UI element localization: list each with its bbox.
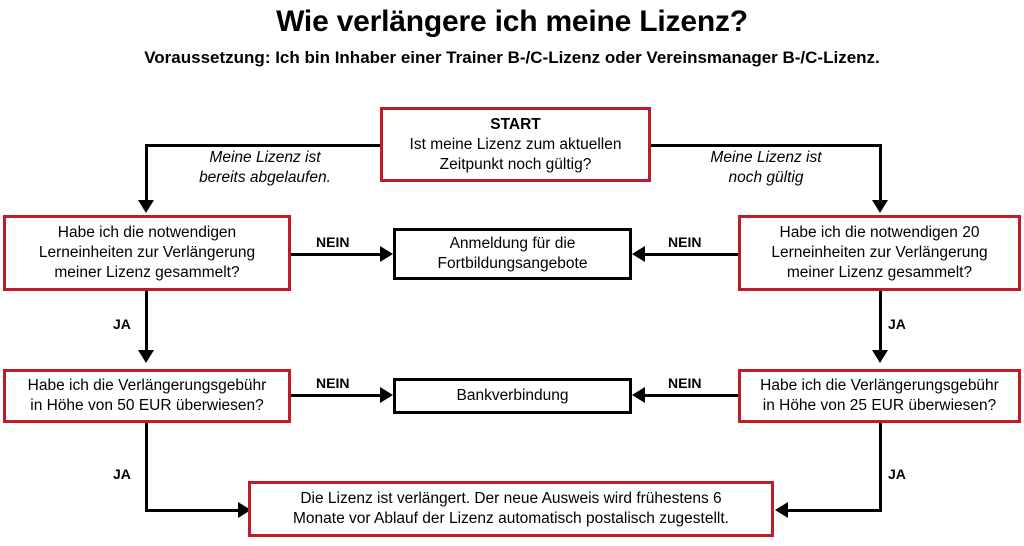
- page-subtitle: Voraussetzung: Ich bin Inhaber einer Tra…: [144, 48, 880, 67]
- edge-label-ja-left-top: JA: [113, 316, 131, 332]
- node-result-line1: Die Lizenz ist verlängert. Der neue Ausw…: [300, 490, 722, 507]
- branch-label-right-line2: noch gültig: [728, 169, 804, 186]
- node-left-fee-line2: in Höhe von 50 EUR überwiesen?: [30, 397, 264, 414]
- branch-label-left: Meine Lizenz ist bereits abgelaufen.: [150, 148, 380, 188]
- edge-label-nein-left-top: NEIN: [316, 234, 350, 250]
- branch-label-left-line1: Meine Lizenz ist: [209, 149, 321, 166]
- node-right-fee-line2: in Höhe von 25 EUR überwiesen?: [762, 397, 997, 414]
- node-anmeldung-line2: Fortbildungsangebote: [437, 255, 588, 272]
- node-right-learning-units-line2: Lerneinheiten zur Verlängerung: [771, 244, 988, 261]
- connector-start-to-left-vertical: [145, 144, 148, 202]
- connector-right-units-to-right-fee: [879, 290, 882, 352]
- connector-right-fee-to-result-vertical: [879, 422, 882, 512]
- arrowhead-start-to-left: [138, 200, 154, 213]
- node-start-line1: Ist meine Lizenz zum aktuellen: [409, 135, 622, 153]
- edge-label-nein-right-bottom: NEIN: [668, 375, 702, 391]
- connector-right-fee-to-bank: [645, 394, 738, 397]
- node-right-learning-units-line3: meiner Lizenz gesammelt?: [786, 264, 973, 281]
- arrowhead-right-fee-to-result: [775, 502, 788, 518]
- edge-label-ja-right-bottom: JA: [888, 466, 906, 482]
- node-bank-line1: Bankverbindung: [456, 387, 569, 404]
- node-left-learning-units-line2: Lerneinheiten zur Verlängerung: [38, 244, 256, 261]
- node-start-heading: START: [490, 115, 541, 133]
- node-left-learning-units[interactable]: Habe ich die notwendigen Lerneinheiten z…: [3, 215, 291, 291]
- node-left-learning-units-line1: Habe ich die notwendigen: [57, 224, 237, 241]
- node-left-learning-units-line3: meiner Lizenz gesammelt?: [54, 264, 240, 281]
- connector-left-units-to-left-fee: [145, 290, 148, 352]
- edge-label-ja-right-top: JA: [888, 316, 906, 332]
- node-start[interactable]: START Ist meine Lizenz zum aktuellen Zei…: [380, 107, 651, 182]
- node-right-fee-line1: Habe ich die Verlängerungsgebühr: [760, 377, 999, 394]
- node-bankverbindung[interactable]: Bankverbindung: [393, 378, 632, 414]
- edge-label-ja-left-bottom: JA: [113, 466, 131, 482]
- node-anmeldung-line1: Anmeldung für die: [449, 235, 576, 252]
- connector-left-fee-to-result-horizontal: [145, 509, 240, 512]
- node-result-line2: Monate vor Ablauf der Lizenz automatisch…: [293, 510, 729, 527]
- node-anmeldung-fortbildung[interactable]: Anmeldung für die Fortbildungsangebote: [393, 228, 632, 280]
- edge-label-nein-right-top: NEIN: [668, 234, 702, 250]
- arrowhead-left-fee-to-bank: [380, 387, 393, 403]
- connector-start-to-right-vertical: [879, 144, 882, 202]
- arrowhead-right-fee-to-bank: [632, 387, 645, 403]
- branch-label-right: Meine Lizenz ist noch gültig: [652, 148, 880, 188]
- connector-left-fee-to-result-vertical: [145, 422, 148, 512]
- node-result[interactable]: Die Lizenz ist verlängert. Der neue Ausw…: [248, 481, 774, 537]
- connector-start-to-left-horizontal: [145, 144, 380, 147]
- node-left-fee-line1: Habe ich die Verlängerungsgebühr: [27, 377, 267, 394]
- node-left-fee[interactable]: Habe ich die Verlängerungsgebühr in Höhe…: [3, 369, 291, 423]
- arrowhead-right-units-to-anmeldung: [632, 246, 645, 262]
- connector-start-to-right-horizontal: [650, 144, 882, 147]
- arrowhead-left-units-to-left-fee: [138, 350, 154, 363]
- node-start-line2: Zeitpunkt noch gültig?: [439, 155, 592, 173]
- branch-label-right-line1: Meine Lizenz ist: [710, 149, 822, 166]
- arrowhead-left-fee-to-result: [238, 502, 251, 518]
- branch-label-left-line2: bereits abgelaufen.: [199, 169, 331, 186]
- node-right-learning-units-line1: Habe ich die notwendigen 20: [779, 224, 980, 241]
- node-right-learning-units[interactable]: Habe ich die notwendigen 20 Lerneinheite…: [738, 215, 1021, 291]
- connector-left-fee-to-bank: [290, 394, 382, 397]
- connector-right-units-to-anmeldung: [645, 253, 738, 256]
- arrowhead-start-to-right: [872, 200, 888, 213]
- arrowhead-right-units-to-right-fee: [872, 350, 888, 363]
- connector-right-fee-to-result-horizontal: [787, 509, 882, 512]
- page-title: Wie verlängere ich meine Lizenz?: [276, 5, 748, 38]
- node-right-fee[interactable]: Habe ich die Verlängerungsgebühr in Höhe…: [738, 369, 1021, 423]
- connector-left-units-to-anmeldung: [290, 253, 382, 256]
- edge-label-nein-left-bottom: NEIN: [316, 375, 350, 391]
- arrowhead-left-units-to-anmeldung: [380, 246, 393, 262]
